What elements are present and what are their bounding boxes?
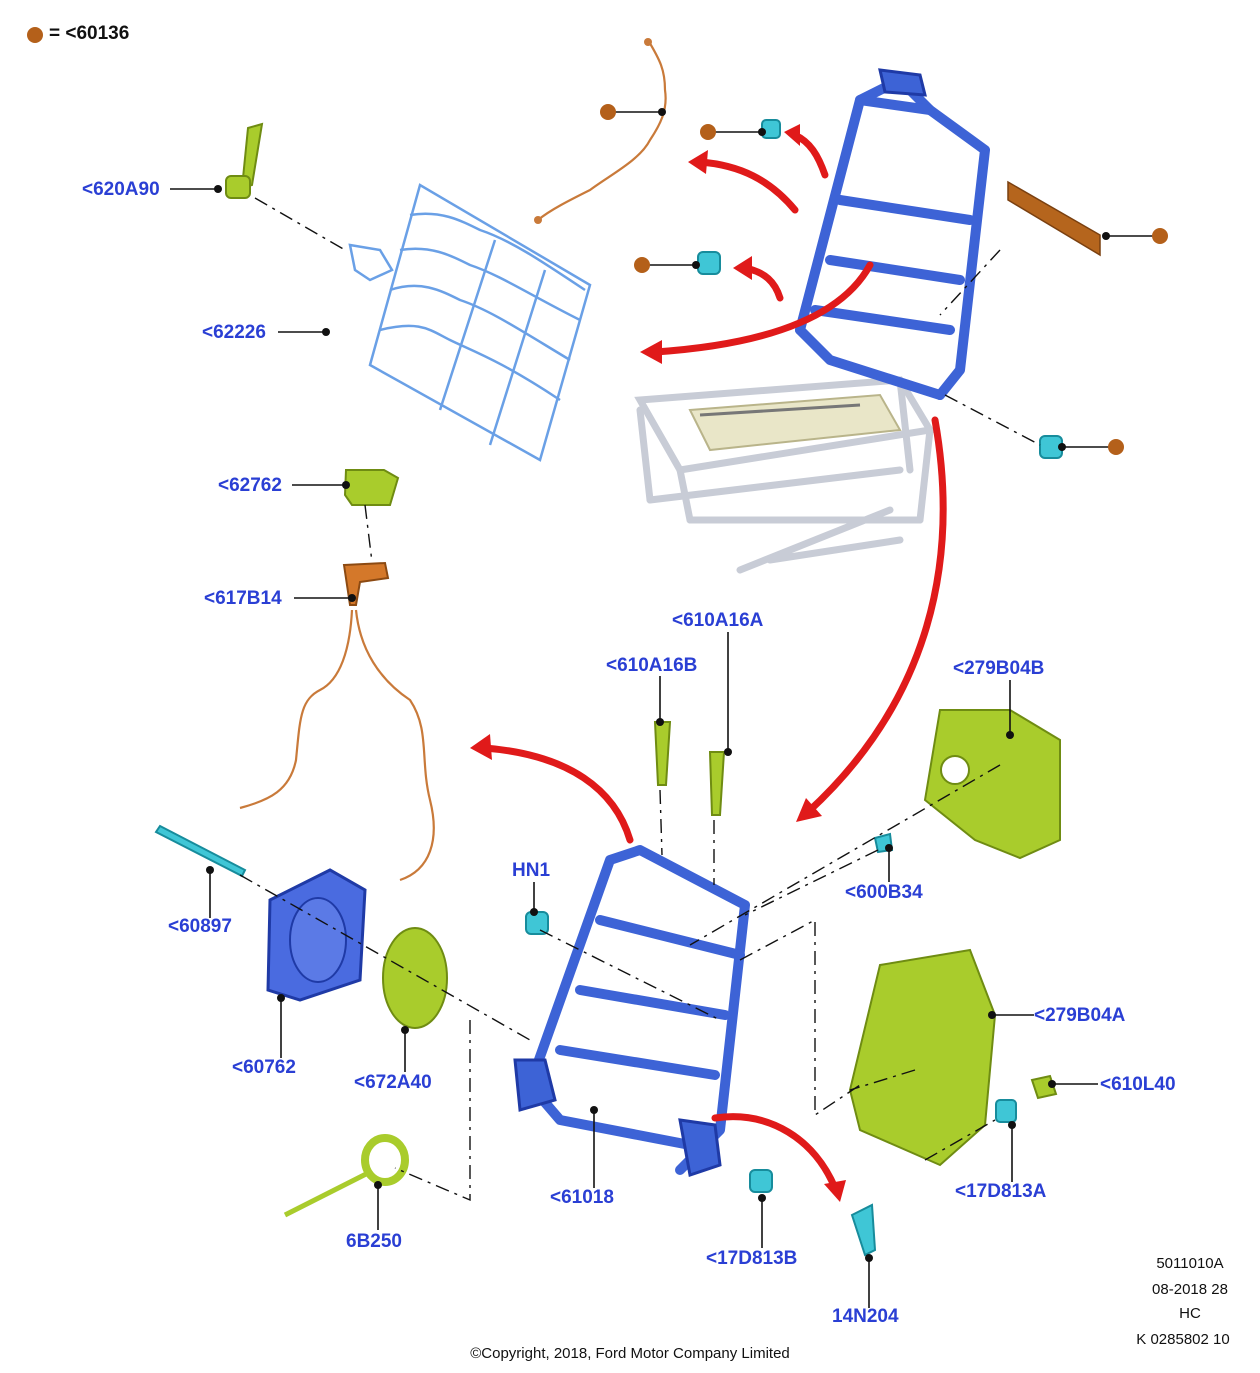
drawing-code: 5011010A: [1156, 1255, 1224, 1272]
top-wire-harness: [534, 38, 667, 224]
drawing-date: 08-2018 28: [1152, 1281, 1228, 1298]
upper-panel: [923, 709, 1061, 860]
cushion-suspension-mesh: [368, 183, 592, 462]
part-label-279B04A[interactable]: <279B04A: [1034, 1005, 1126, 1026]
part-label-62762[interactable]: <62762: [218, 475, 282, 496]
drawing-ref: K 0285802 10: [1136, 1331, 1230, 1348]
part-label-672A40[interactable]: <672A40: [354, 1072, 432, 1093]
drawing-initials: HC: [1179, 1305, 1201, 1322]
part-label-17D813B[interactable]: <17D813B: [706, 1248, 798, 1269]
part-label-60762[interactable]: <60762: [232, 1057, 296, 1078]
part-label-610A16A[interactable]: <610A16A: [672, 610, 764, 631]
part-label-279B04B[interactable]: <279B04B: [953, 658, 1045, 679]
part-label-610L40[interactable]: <610L40: [1100, 1074, 1176, 1095]
cover-disc: [382, 927, 448, 1029]
part-label-14N204[interactable]: 14N204: [832, 1306, 899, 1327]
part-label-620A90[interactable]: <620A90: [82, 179, 160, 200]
lever-part: [225, 122, 264, 199]
part-label-6B250[interactable]: 6B250: [346, 1231, 402, 1252]
part-label-62226[interactable]: <62226: [202, 322, 266, 343]
backrest-frame: [513, 845, 750, 1177]
recliner-housing: [266, 868, 367, 1002]
copyright-notice: ©Copyright, 2018, Ford Motor Company Lim…: [470, 1345, 790, 1362]
assembly-lines: [239, 197, 1041, 1202]
pin-part: [154, 824, 247, 878]
part-label-617B14[interactable]: <617B14: [204, 588, 282, 609]
part-label-HN1[interactable]: HN1: [512, 860, 551, 881]
lower-wire-harness: [239, 609, 435, 882]
part-label-60897[interactable]: <60897: [168, 916, 232, 937]
part-label-17D813A[interactable]: <17D813A: [955, 1181, 1047, 1202]
part-label-600B34[interactable]: <600B34: [845, 882, 923, 903]
legend-dot: [27, 27, 43, 43]
legend-label: = <60136: [49, 23, 130, 44]
red-arrows: [470, 124, 947, 1202]
knob-part: [343, 469, 400, 506]
part-label-61018[interactable]: <61018: [550, 1187, 614, 1208]
lower-panel: [848, 948, 997, 1167]
spring-part: [283, 1134, 409, 1218]
part-label-610A16B[interactable]: <610A16B: [606, 655, 698, 676]
leader-lines: [170, 104, 1168, 1308]
bracket-part: [342, 561, 390, 606]
seat-assembly: [634, 68, 1101, 574]
bolts: [525, 119, 1063, 1257]
